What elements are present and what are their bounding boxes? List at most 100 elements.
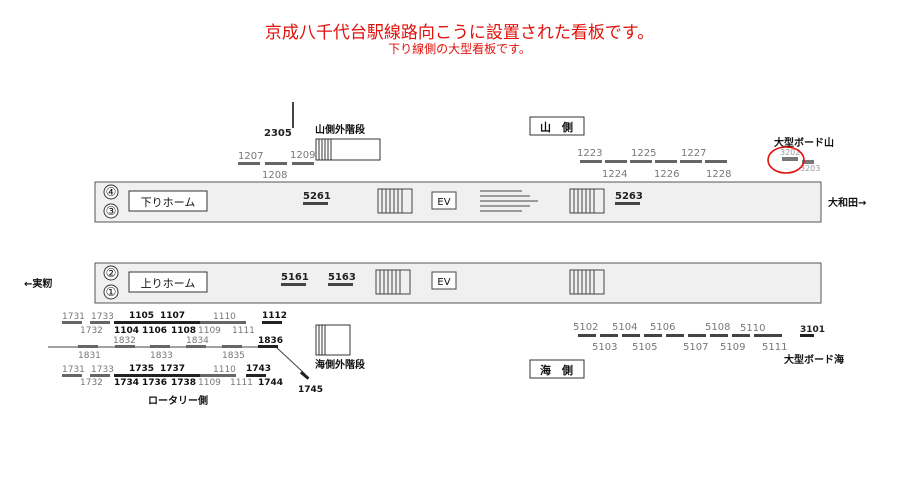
track-1: ① (106, 285, 117, 299)
board-1832 (115, 345, 135, 348)
board-5261-label: 5261 (303, 191, 331, 202)
board-5110 (754, 334, 772, 337)
board-1833-label: 1833 (150, 351, 173, 361)
track-4: ④ (106, 185, 117, 199)
board-3202-label: 3202 (780, 148, 800, 157)
board-1107-label: 1107 (160, 311, 185, 321)
board-3202 (782, 157, 798, 161)
large-board-mountain-label: 大型ボード山 (774, 136, 834, 149)
board-1112 (262, 321, 282, 324)
to-owadacho-label: 大和田→ (828, 196, 866, 209)
board-1228-label: 1228 (706, 169, 731, 180)
board-5102 (578, 334, 596, 337)
board-1111a-label: 1111 (232, 326, 255, 336)
board-1731b-label: 1731 (62, 365, 85, 375)
board-1731b (62, 374, 82, 377)
sea-side-box: 海 側 (529, 359, 585, 379)
board-5102-label: 5102 (573, 322, 598, 333)
board-1110a (216, 321, 236, 324)
escalator-down (480, 190, 538, 212)
mountain-side-box: 山 側 (529, 116, 585, 136)
stairs-mountain-outside (315, 138, 381, 161)
board-1227-label: 1227 (681, 148, 706, 159)
sea-side-label: 海 側 (540, 363, 573, 377)
board-3101 (800, 334, 814, 337)
board-5106-label: 5106 (650, 322, 675, 333)
board-5111 (768, 334, 782, 337)
board-5103-label: 5103 (592, 342, 617, 353)
track-2: ② (106, 266, 117, 280)
board-1109b-label: 1109 (198, 378, 221, 388)
board-5109-label: 5109 (720, 342, 745, 353)
board-5110-label: 5110 (740, 323, 765, 334)
stairs-sea-outside (315, 324, 351, 356)
stairs-sea-outside-label: 海側外階段 (315, 358, 365, 371)
board-1732b-label: 1732 (80, 378, 103, 388)
board-1737 (162, 374, 182, 377)
board-5163 (328, 283, 353, 286)
board-3203-label: 3203 (800, 164, 820, 173)
board-1227 (680, 160, 702, 163)
board-1733a (90, 321, 110, 324)
board-1112-label: 1112 (262, 311, 287, 321)
board-1225-label: 1225 (631, 148, 656, 159)
board-1832-label: 1832 (113, 336, 136, 346)
board-1209 (292, 162, 314, 165)
elevator-down (431, 191, 457, 210)
board-1733b (90, 374, 110, 377)
board-1225 (630, 160, 652, 163)
board-5261 (303, 202, 328, 205)
board-1111a (232, 321, 246, 324)
board-1106-label: 1106 (142, 326, 167, 336)
board-1833 (150, 345, 170, 348)
board-5108-label: 5108 (705, 322, 730, 333)
board-5161 (281, 283, 306, 286)
board-1835 (222, 345, 242, 348)
board-1228 (705, 160, 727, 163)
board-1736 (147, 374, 167, 377)
board-5107 (688, 334, 706, 337)
board-1836 (258, 345, 278, 348)
up-platform-label: 上りホーム (141, 277, 196, 290)
board-1208-label: 1208 (262, 170, 287, 181)
large-board-sea-label: 大型ボード海 (784, 353, 844, 366)
board-1733b-label: 1733 (91, 365, 114, 375)
board-5163-label: 5163 (328, 272, 356, 283)
rotary-road-diagonal (275, 346, 306, 375)
board-1207 (238, 162, 260, 165)
board-3101-label: 3101 (800, 325, 825, 335)
board-1226-label: 1226 (654, 169, 679, 180)
board-1104-label: 1104 (114, 326, 139, 336)
board-1738-label: 1738 (171, 378, 196, 388)
elevator-up (431, 271, 457, 290)
board-1734 (114, 374, 134, 377)
board-2305-label: 2305 (264, 128, 292, 139)
stairs-mountain-outside-label: 山側外階段 (315, 123, 365, 136)
board-2305-mark (292, 102, 294, 128)
board-5111-label: 5111 (762, 342, 787, 353)
board-5105-label: 5105 (632, 342, 657, 353)
board-1209-label: 1209 (290, 150, 315, 161)
board-1207-label: 1207 (238, 151, 263, 162)
board-1108 (180, 321, 200, 324)
elevator-down-label: EV (437, 197, 450, 208)
board-1834 (186, 345, 206, 348)
board-1223 (580, 160, 602, 163)
board-1734-label: 1734 (114, 378, 139, 388)
board-5161-label: 5161 (281, 272, 309, 283)
board-1109a (200, 321, 220, 324)
rotary-side-label: ロータリー側 (148, 394, 208, 407)
board-3203 (802, 160, 814, 164)
board-1831 (78, 345, 98, 348)
board-1735-label: 1735 (129, 364, 154, 374)
board-1745-label: 1745 (298, 385, 323, 395)
board-1744-label: 1744 (258, 378, 283, 388)
board-5108 (710, 334, 728, 337)
board-1738 (180, 374, 200, 377)
board-1224-label: 1224 (602, 169, 627, 180)
board-5104-label: 5104 (612, 322, 637, 333)
board-1105 (130, 321, 150, 324)
board-1107 (162, 321, 182, 324)
board-1224 (605, 160, 627, 163)
